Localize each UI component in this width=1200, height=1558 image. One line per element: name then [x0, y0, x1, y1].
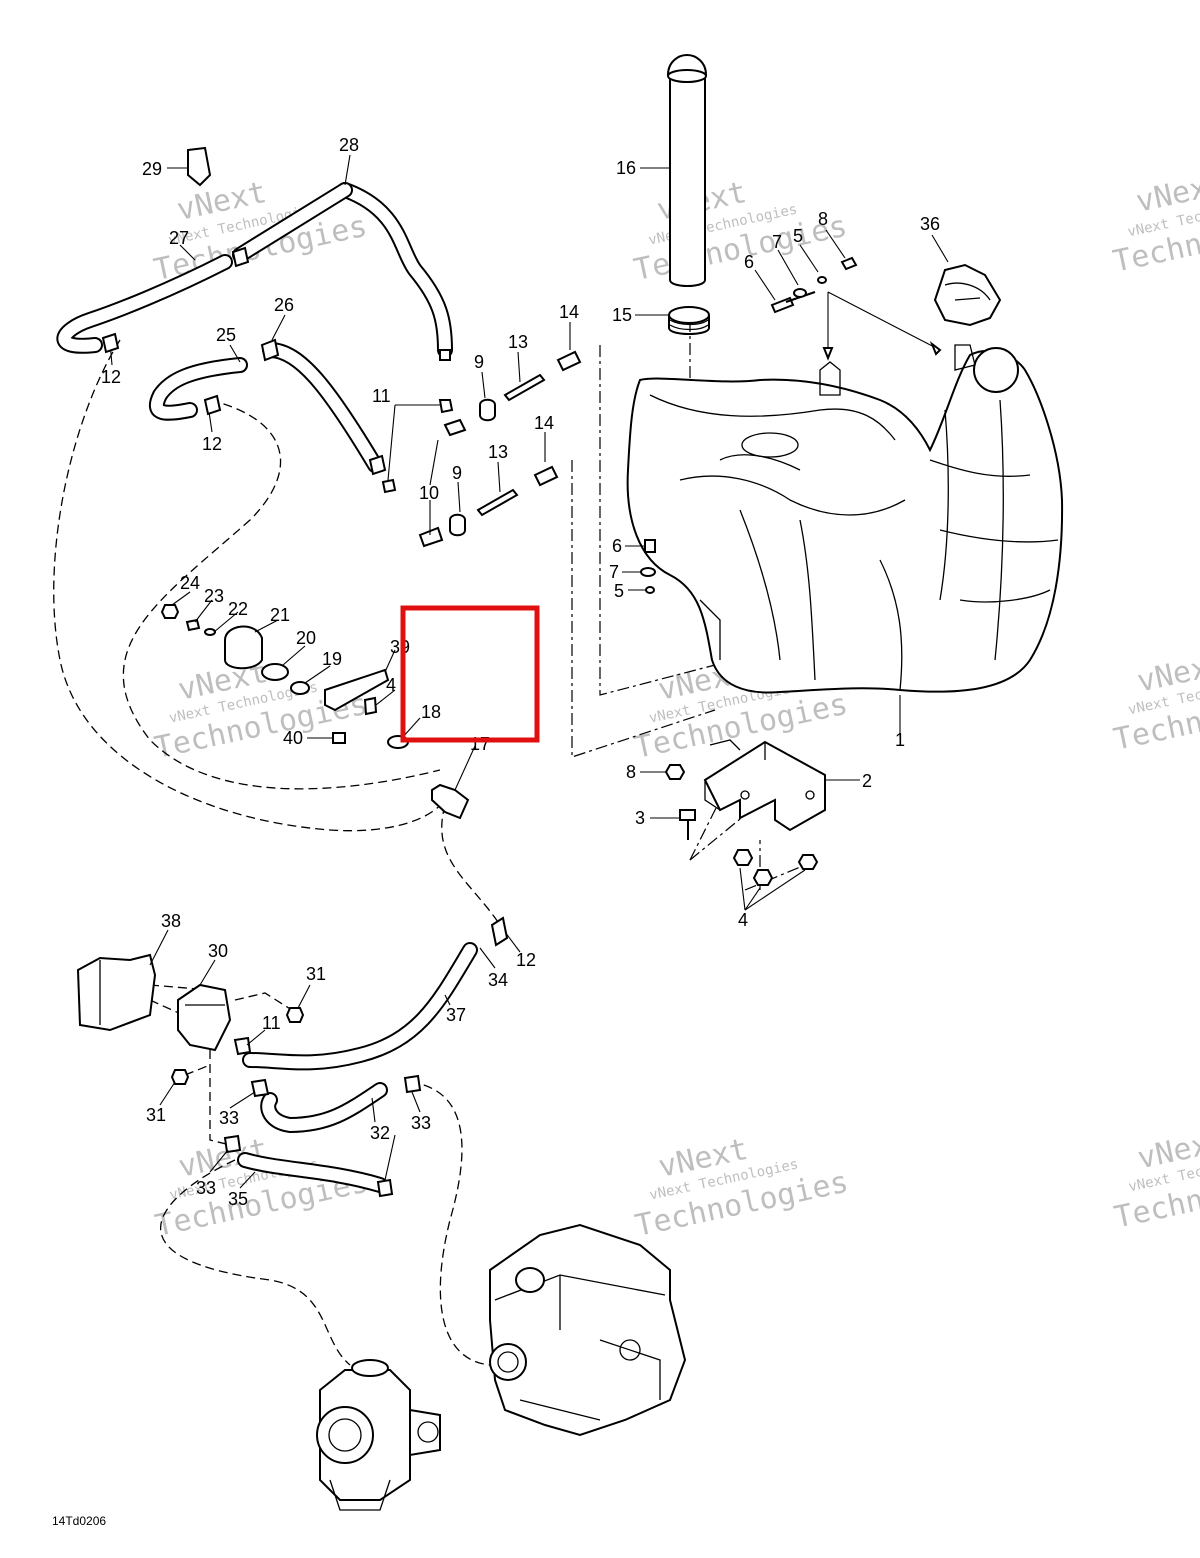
callout-27: 27 [169, 228, 189, 248]
callout-13: 13 [508, 332, 528, 352]
highlight-box [400, 605, 540, 743]
callout-22: 22 [228, 599, 248, 619]
watermark-3: vNext vNext Technologies Technologies [1110, 167, 1200, 280]
callout-12: 12 [202, 434, 222, 454]
callout-6: 6 [612, 536, 622, 556]
callout-26: 26 [274, 295, 294, 315]
callout-13: 13 [488, 442, 508, 462]
callout-40: 40 [283, 728, 303, 748]
callout-4: 4 [738, 910, 748, 930]
callout-8: 8 [818, 209, 828, 229]
callout-36: 36 [920, 214, 940, 234]
callout-labels: 29 28 27 26 25 12 12 11 10 9 13 14 9 13 … [101, 135, 940, 1209]
callout-31: 31 [146, 1105, 166, 1125]
callout-19: 19 [322, 649, 342, 669]
fuel-hoses [237, 942, 478, 1193]
leader-lines [101, 154, 949, 1189]
callout-28: 28 [339, 135, 359, 155]
callout-33: 33 [196, 1178, 216, 1198]
callout-5: 5 [614, 581, 624, 601]
watermark-1: vNext vNext Technologies Technologies [151, 175, 370, 288]
callout-21: 21 [270, 605, 290, 625]
callout-8: 8 [626, 762, 636, 782]
callout-2: 2 [862, 771, 872, 791]
callout-38: 38 [161, 911, 181, 931]
callout-23: 23 [204, 586, 224, 606]
fuel-cap [933, 263, 1002, 327]
callout-34: 34 [488, 970, 508, 990]
callout-16: 16 [616, 158, 636, 178]
callout-14: 14 [559, 302, 579, 322]
hardware-lower-right [640, 539, 819, 886]
engine [489, 1223, 687, 1437]
callout-33: 33 [219, 1108, 239, 1128]
callout-29: 29 [142, 159, 162, 179]
callout-20: 20 [296, 628, 316, 648]
callout-35: 35 [228, 1189, 248, 1209]
callout-9: 9 [474, 352, 484, 372]
bolt-set-top [770, 256, 942, 361]
callout-12: 12 [101, 367, 121, 387]
watermark-8: vNext vNext Technologies Technologies [632, 1132, 851, 1244]
diagram-code: 14Td0206 [52, 1514, 106, 1528]
callout-1: 1 [895, 730, 905, 750]
bracket [703, 739, 826, 832]
callout-39: 39 [390, 637, 410, 657]
vent-hoses [56, 146, 453, 473]
carburetor [316, 1359, 441, 1511]
callout-37: 37 [446, 1005, 466, 1025]
watermark-9: vNext vNext Technologies Technologies [1111, 1123, 1200, 1235]
callout-30: 30 [208, 941, 228, 961]
filler-neck [666, 53, 708, 287]
callout-10: 10 [419, 483, 439, 503]
callout-7: 7 [609, 562, 619, 582]
callout-18: 18 [421, 702, 441, 722]
mount-pins [449, 350, 582, 537]
callout-12: 12 [516, 950, 536, 970]
callout-33: 33 [411, 1113, 431, 1133]
callout-9: 9 [452, 463, 462, 483]
callout-4: 4 [386, 675, 396, 695]
callout-24: 24 [180, 573, 200, 593]
callout-31: 31 [306, 964, 326, 984]
callout-11: 11 [262, 1013, 281, 1033]
callout-11: 11 [372, 386, 391, 406]
callout-25: 25 [216, 325, 236, 345]
callout-32: 32 [370, 1123, 390, 1143]
callout-5: 5 [793, 226, 803, 246]
fuel-tank [626, 344, 1064, 694]
callout-15: 15 [612, 305, 632, 325]
fuel-pump [76, 953, 422, 1198]
sender-assembly [160, 604, 470, 820]
callout-17: 17 [470, 734, 490, 754]
fittings-upper [381, 399, 467, 548]
callout-14: 14 [534, 413, 554, 433]
watermark-6: vNext vNext Technologies Technologies [1111, 647, 1200, 758]
callout-6: 6 [744, 252, 754, 272]
callout-7: 7 [772, 232, 782, 252]
callout-3: 3 [635, 808, 645, 828]
grommet [668, 306, 710, 335]
